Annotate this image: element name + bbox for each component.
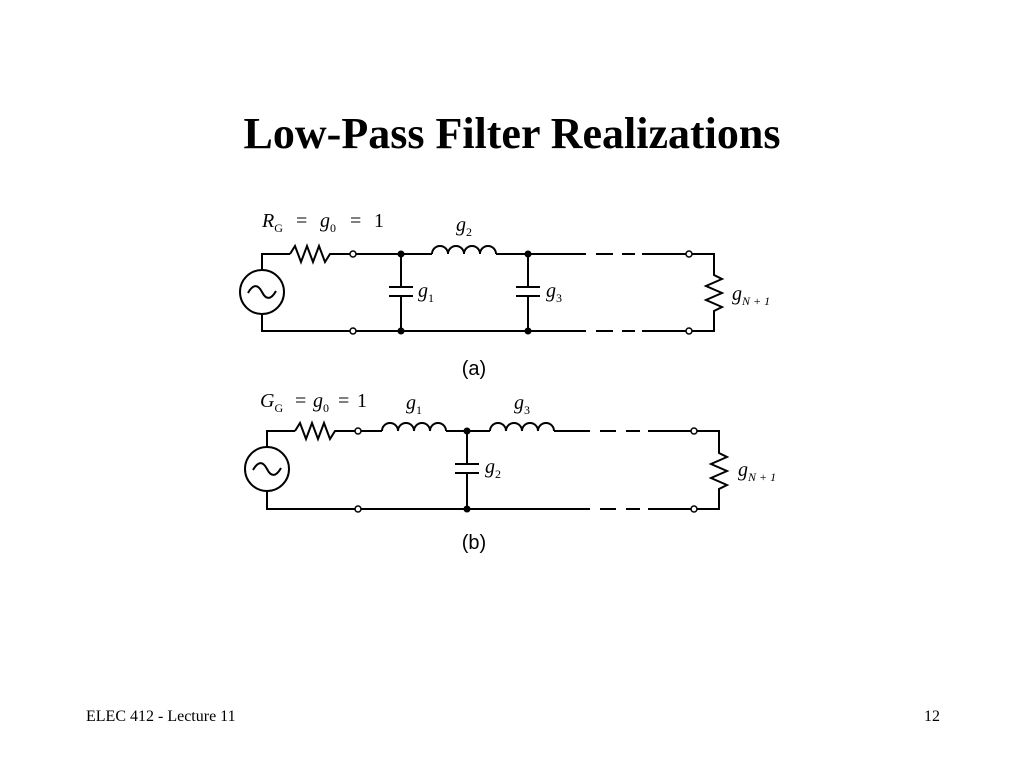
caption-b: (b) <box>462 532 486 554</box>
resistor-gg <box>294 420 355 442</box>
resistor-rg <box>289 243 350 265</box>
capacitor-g1 <box>389 254 413 331</box>
load-resistor-a <box>692 253 725 332</box>
wire <box>266 430 295 447</box>
inductor-g1 <box>381 422 447 432</box>
cap-label-g3: g3 <box>546 280 562 305</box>
circuit-a: RG = g0 = 1 g2 g1 g3 gN + 1 (a) <box>239 210 770 380</box>
terminal <box>354 427 362 435</box>
source-value-b: 1 <box>357 390 367 412</box>
terminal <box>690 427 698 435</box>
load-label-a: gN + 1 <box>732 283 770 308</box>
g0-label-b: g0 <box>313 390 329 415</box>
eq-sign: = <box>296 210 307 232</box>
source-value-a: 1 <box>374 210 384 232</box>
eq-sign: = <box>295 390 306 412</box>
source-label-a: RG <box>261 210 283 235</box>
inductor-g2 <box>431 245 497 255</box>
inductor-label-g3: g3 <box>514 392 530 417</box>
g0-label-a: g0 <box>320 210 336 235</box>
eq-sign: = <box>338 390 349 412</box>
terminal <box>685 327 693 335</box>
page-number: 12 <box>924 708 940 725</box>
capacitor-g2 <box>455 431 479 509</box>
sine-icon <box>252 462 282 476</box>
wire <box>261 253 290 270</box>
inductor-g3 <box>489 422 555 432</box>
inductor-label-g2: g2 <box>456 214 472 239</box>
circuit-b: GG = g0 = 1 g1 g3 g2 gN + 1 (b) <box>244 390 776 554</box>
cap-label-g1: g1 <box>418 280 434 305</box>
capacitor-g3 <box>516 254 540 331</box>
terminal <box>349 327 357 335</box>
cap-label-g2: g2 <box>485 456 501 481</box>
sine-icon <box>247 285 277 299</box>
footer-course: ELEC 412 - Lecture 11 <box>86 708 236 725</box>
terminal <box>349 250 357 258</box>
eq-sign: = <box>350 210 361 232</box>
terminal <box>690 505 698 513</box>
inductor-label-g1: g1 <box>406 392 422 417</box>
terminal <box>685 250 693 258</box>
terminal <box>354 505 362 513</box>
load-label-b: gN + 1 <box>738 459 776 484</box>
source-label-b: GG <box>260 390 283 415</box>
load-resistor-b <box>697 430 730 510</box>
caption-a: (a) <box>462 358 486 380</box>
wire <box>261 314 350 332</box>
slide-title: Low-Pass Filter Realizations <box>243 109 781 158</box>
wire <box>266 491 355 510</box>
